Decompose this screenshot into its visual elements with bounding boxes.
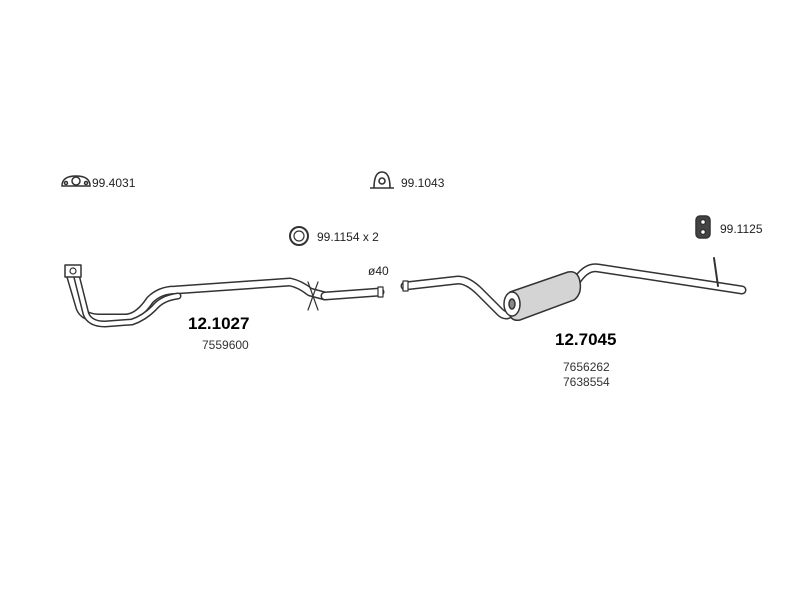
pipe-diameter-label: ø40 xyxy=(368,264,389,278)
accessory-code-hanger: 99.1125 xyxy=(720,222,763,236)
rear-oe-reference-1: 7656262 xyxy=(563,360,610,374)
muffler xyxy=(503,270,582,322)
front-oe-reference: 7559600 xyxy=(202,338,249,352)
clamp-icon xyxy=(370,171,394,189)
front-part-number: 12.1027 xyxy=(188,314,250,333)
rubber-hanger-icon xyxy=(695,215,711,239)
accessory-code-gasket: 99.4031 xyxy=(92,176,136,190)
gasket-icon xyxy=(61,175,91,187)
ring-icon xyxy=(289,226,309,246)
accessory-code-clamp: 99.1043 xyxy=(401,176,445,190)
rear-oe-reference-2: 7638554 xyxy=(563,375,610,389)
accessory-code-ring: 99.1154 x 2 xyxy=(317,230,379,244)
rear-part-number: 12.7045 xyxy=(555,330,617,349)
front-pipe xyxy=(64,264,385,328)
